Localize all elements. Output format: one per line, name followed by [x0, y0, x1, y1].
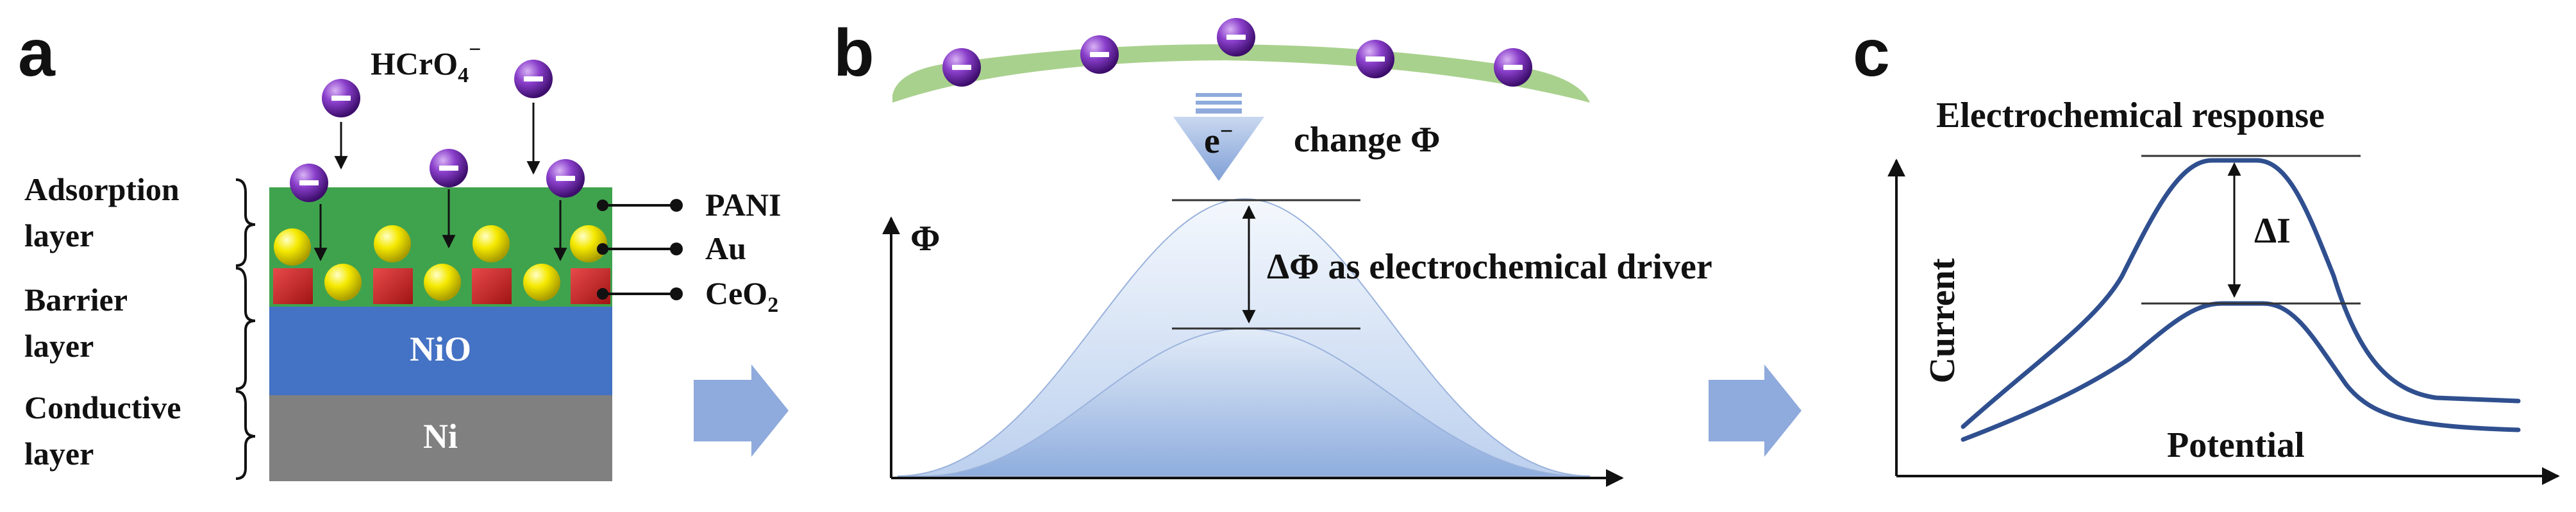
anion-icon — [290, 164, 328, 202]
panel-a: a NiO Ni — [18, 16, 789, 481]
potential-axis-label: Potential — [2167, 425, 2305, 465]
ni-label: Ni — [423, 417, 458, 456]
ceo2-cube — [273, 268, 313, 304]
electron-label: e− — [1204, 118, 1233, 161]
anion-icon — [942, 48, 981, 87]
au-sphere — [570, 225, 607, 262]
panel-letter-b: b — [833, 16, 874, 90]
au-sphere — [424, 264, 461, 301]
ceo2-cube — [373, 268, 413, 304]
callout-pani: PANI — [705, 187, 782, 223]
anion-icon — [546, 159, 585, 198]
ni-layer — [269, 395, 612, 481]
lower-response-curve — [1961, 301, 2521, 442]
membrane — [892, 44, 1590, 103]
upper-response-curve — [1961, 158, 2521, 429]
inner-potential-curve — [923, 327, 1584, 477]
nio-label: NiO — [410, 330, 471, 368]
bracket-barrier — [235, 267, 256, 390]
electron-arrow-head — [1173, 117, 1264, 181]
delta-phi-label: ΔΦ as electrochemical driver — [1267, 247, 1712, 287]
change-phi-label: change Φ — [1294, 120, 1440, 160]
flow-arrow-icon — [1709, 364, 1802, 457]
nio-layer — [269, 307, 612, 395]
current-axis-label: Current — [1923, 258, 1962, 383]
ceo2-particles — [273, 268, 610, 304]
panel-letter-c: c — [1853, 16, 1890, 90]
au-sphere — [473, 225, 510, 262]
ceo2-cube — [472, 268, 512, 304]
callout-ceo2: CeO2 — [705, 275, 778, 317]
membrane-anions — [942, 18, 1532, 87]
au-sphere — [374, 225, 411, 262]
callout-dot — [670, 243, 683, 255]
panel-c: c Electrochemical response Current Poten… — [1853, 16, 2560, 485]
bracket-label-conductive-2: layer — [24, 436, 94, 472]
panel-letter-a: a — [18, 16, 56, 90]
anion-group — [290, 60, 585, 262]
anion-icon — [1356, 40, 1394, 78]
bracket-label-adsorption-1: Adsorption — [24, 171, 180, 207]
layer-brackets — [235, 178, 256, 480]
bracket-label-barrier-1: Barrier — [24, 282, 128, 318]
callout-dot — [670, 199, 683, 212]
au-sphere — [324, 264, 362, 301]
phi-axis-label: Φ — [910, 219, 940, 259]
electron-arrow-icon — [1173, 93, 1264, 181]
au-particles — [274, 225, 607, 301]
anion-icon — [430, 149, 468, 187]
bracket-conductive — [235, 390, 256, 480]
panel-b: b e− change Φ Φ ΔΦ as electroch — [833, 16, 1802, 487]
anion-icon — [1494, 48, 1532, 87]
au-sphere — [274, 228, 311, 266]
bracket-label-conductive-1: Conductive — [24, 389, 181, 425]
ion-label: HCrO4− — [371, 38, 481, 87]
callouts — [597, 199, 683, 300]
au-sphere — [523, 264, 560, 301]
bracket-label-barrier-2: layer — [24, 328, 94, 364]
bracket-label-adsorption-2: layer — [24, 218, 94, 253]
anion-icon — [322, 79, 360, 117]
electron-arrow-stripe — [1196, 93, 1242, 97]
electron-arrow-stripe — [1196, 101, 1242, 105]
response-title: Electrochemical response — [1936, 96, 2325, 135]
flow-arrow-icon — [694, 364, 789, 457]
delta-i-label: ΔI — [2254, 211, 2291, 251]
callout-dot — [670, 287, 683, 300]
anion-icon — [1217, 18, 1255, 56]
bracket-adsorption — [235, 178, 256, 267]
anion-icon — [514, 60, 553, 98]
callout-au: Au — [705, 230, 746, 266]
anion-icon — [1080, 35, 1119, 74]
electron-arrow-stripe — [1196, 108, 1242, 114]
